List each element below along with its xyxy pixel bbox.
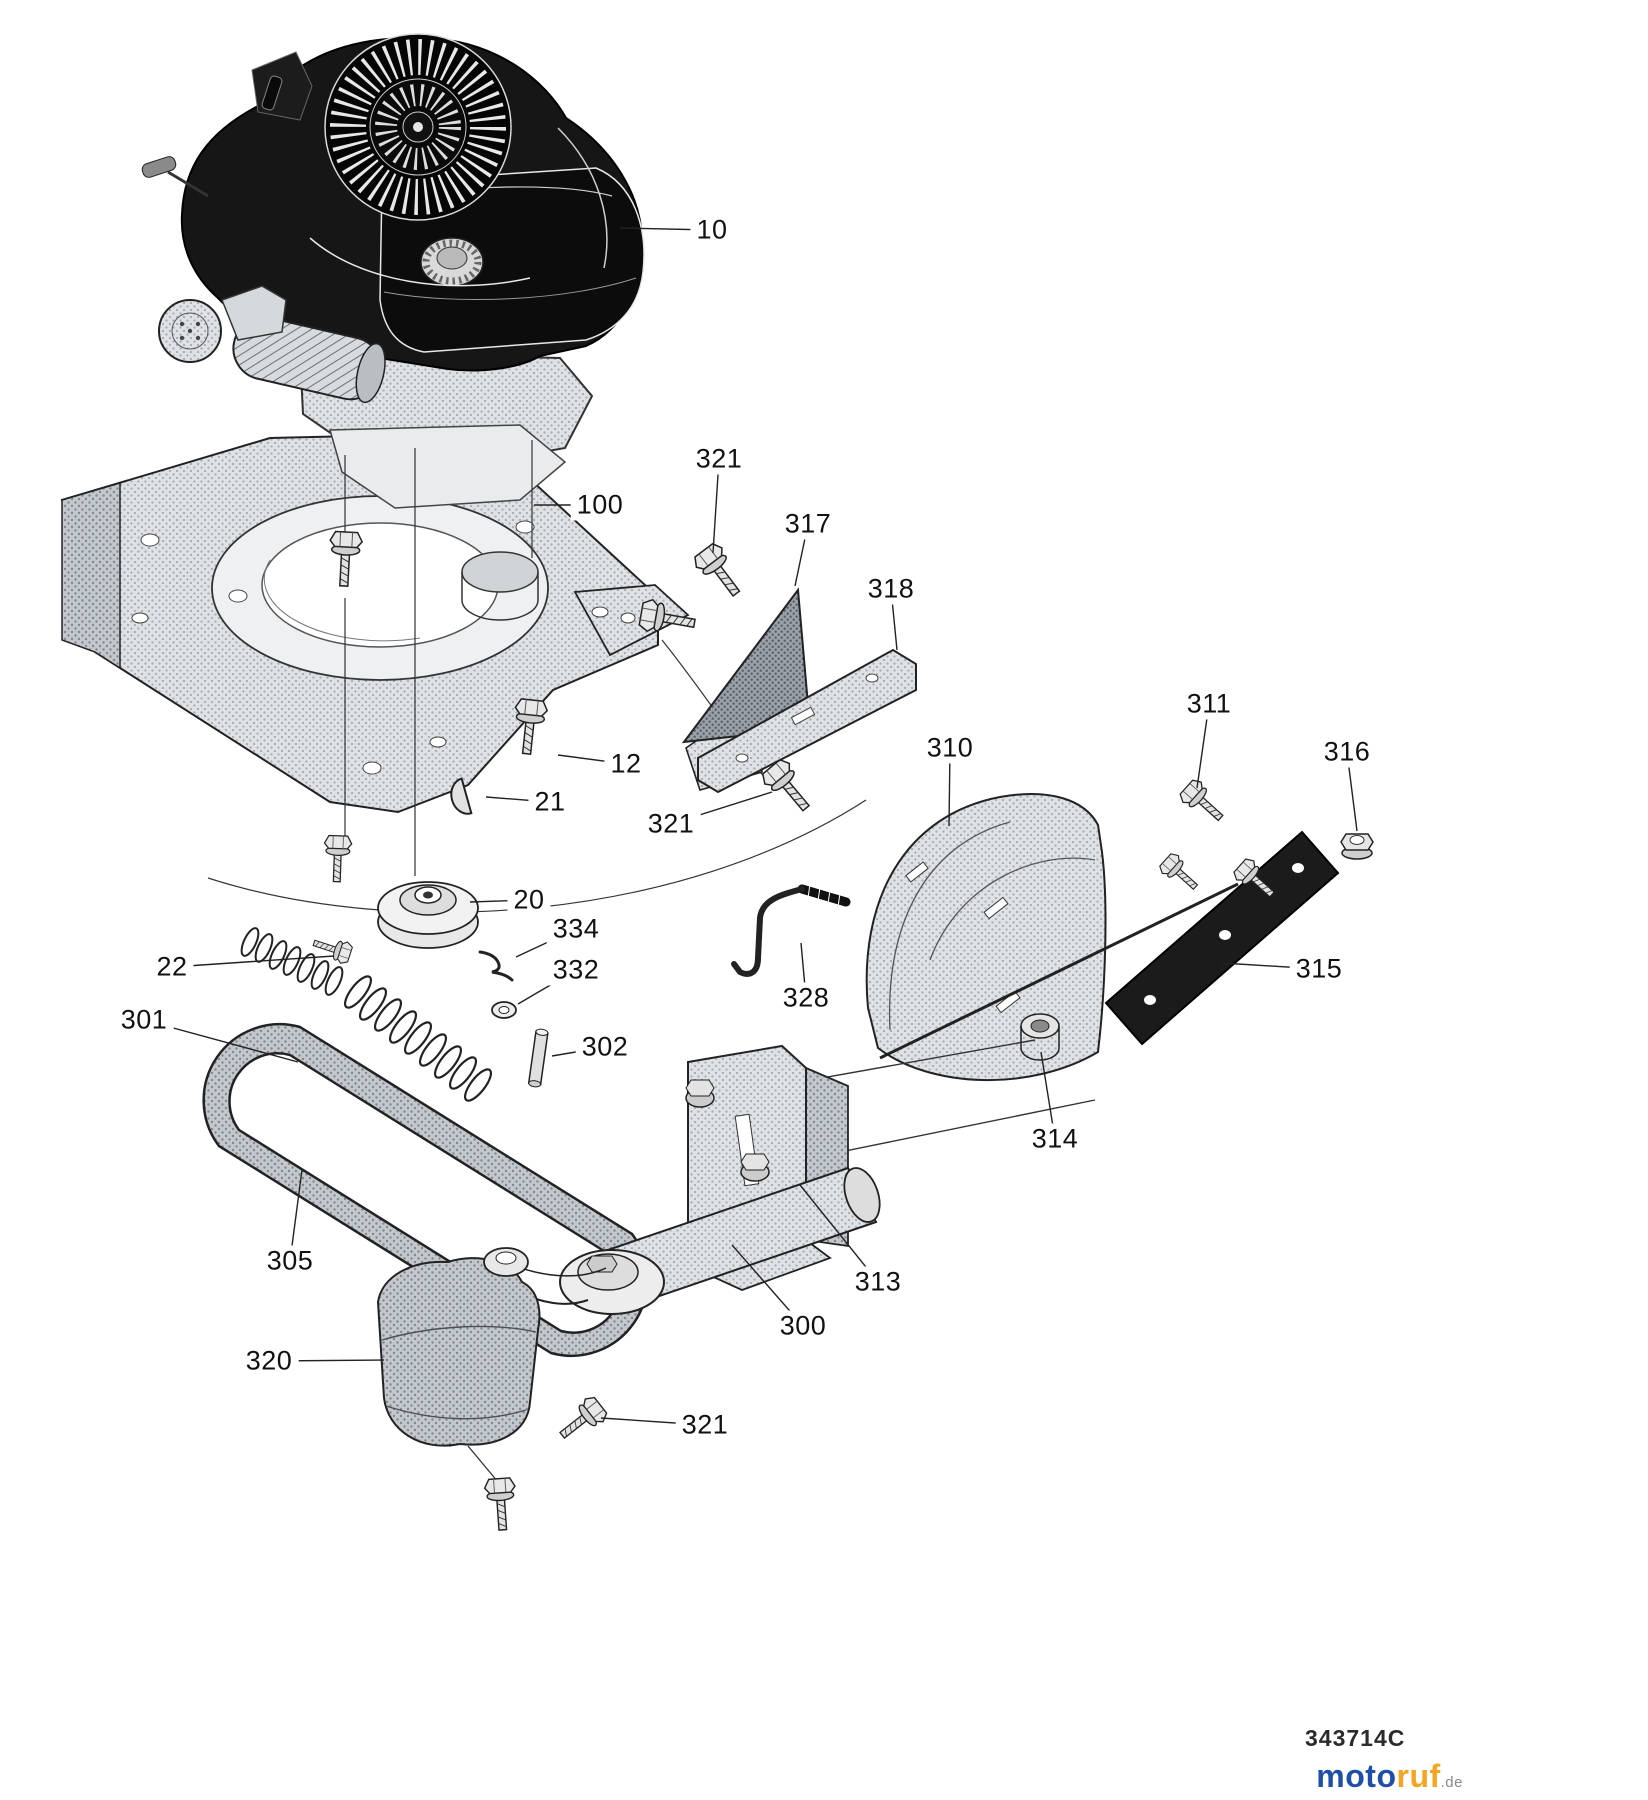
spring-22 [240, 927, 344, 996]
air-cleaner [232, 316, 386, 404]
part-label-311: 311 [1180, 688, 1238, 720]
hook-rod-328 [731, 883, 851, 977]
spring-301 [343, 975, 493, 1102]
gearbox-320 [376, 1247, 607, 1483]
part-label-317: 317 [778, 508, 838, 540]
roller-300 [559, 1166, 881, 1315]
part-label-301: 301 [114, 1004, 174, 1036]
part-label-21: 21 [528, 786, 572, 818]
part-label-20: 20 [507, 884, 551, 916]
part-label-305: 305 [260, 1245, 320, 1277]
part-label-100: 100 [570, 489, 630, 521]
part-label-321: 321 [675, 1409, 735, 1441]
screw-22 [310, 931, 354, 966]
watermark-logo: motoruf.de [1316, 1760, 1463, 1792]
bolt-321-bottom [552, 1393, 611, 1448]
leader-line-313 [799, 1184, 879, 1283]
bar-315 [1104, 830, 1340, 1046]
bushing-314 [1020, 1013, 1060, 1061]
drawing-number: 343714C [1305, 1725, 1406, 1751]
leader-line-321 [712, 458, 720, 554]
dipstick [141, 156, 209, 198]
watermark-part2: ruf [1396, 1758, 1441, 1794]
part-label-12: 12 [604, 748, 648, 780]
deck-plate [60, 431, 690, 814]
part-label-320: 320 [239, 1345, 299, 1377]
bolt-long [879, 855, 1282, 1060]
part-label-10: 10 [690, 214, 734, 246]
washer-332 [491, 1001, 517, 1019]
leader-line-22 [171, 955, 335, 968]
part-label-332: 332 [546, 954, 606, 986]
bolt-shield-small [1156, 850, 1205, 897]
bolt-321-top [690, 540, 750, 604]
part-label-328: 328 [776, 982, 836, 1014]
bolt-311 [1176, 776, 1231, 829]
pin-302 [527, 1028, 549, 1088]
under-deck-bolt [322, 834, 353, 883]
part-label-300: 300 [773, 1310, 833, 1342]
watermark-suffix: .de [1440, 1774, 1463, 1791]
engine [141, 33, 645, 509]
part-label-321: 321 [641, 808, 701, 840]
shield-310 [865, 793, 1107, 1081]
part-label-315: 315 [1289, 953, 1349, 985]
part-label-316: 316 [1317, 736, 1377, 768]
watermark-part1: moto [1316, 1758, 1397, 1794]
part-label-313: 313 [848, 1266, 908, 1298]
woodruff-key-21 [450, 777, 473, 815]
part-label-22: 22 [150, 951, 194, 983]
part-label-314: 314 [1025, 1123, 1085, 1155]
part-label-318: 318 [861, 573, 921, 605]
part-label-321: 321 [689, 443, 749, 475]
pulley-20 [377, 881, 479, 949]
clip-334 [478, 950, 514, 982]
fuel-cap [420, 237, 484, 287]
flywheel-fan [324, 33, 512, 221]
part-label-302: 302 [575, 1031, 635, 1063]
bracket-318 [697, 648, 917, 794]
nut-316 [1340, 833, 1374, 860]
part-label-310: 310 [920, 732, 980, 764]
part-label-334: 334 [546, 913, 606, 945]
muffler [158, 299, 222, 363]
bolt-bottom [483, 1476, 519, 1532]
